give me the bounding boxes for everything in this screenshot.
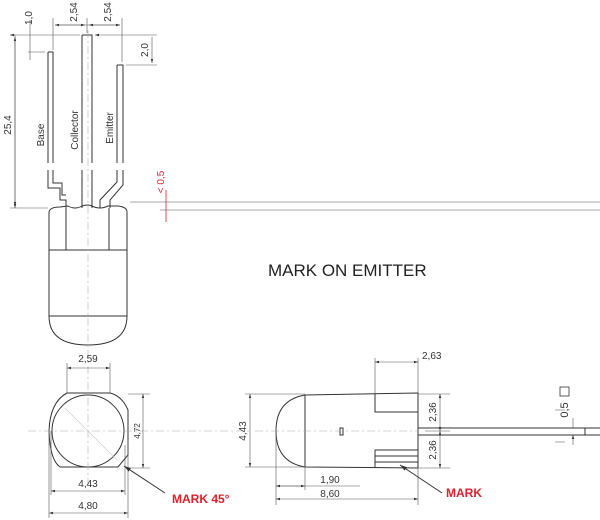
dim-side-height: 4,43 xyxy=(238,421,249,441)
dim-base-offset: 1,0 xyxy=(24,11,35,25)
dim-slot-length: 2,63 xyxy=(422,351,442,362)
dim-body-dia-outer: 4,80 xyxy=(78,501,98,512)
dimension-lines-end xyxy=(48,363,166,518)
dimension-lines-side xyxy=(245,358,573,505)
dim-lead-length: 25,4 xyxy=(3,115,14,135)
label-base: Base xyxy=(36,123,47,146)
label-emitter: Emitter xyxy=(105,111,116,143)
led-end-view xyxy=(28,350,250,490)
dim-pitch-1: 2,54 xyxy=(69,2,80,22)
title-mark-on-emitter: MARK ON EMITTER xyxy=(268,261,427,280)
dim-dome-length: 1,90 xyxy=(320,475,340,486)
mark-45-label: MARK 45° xyxy=(172,492,230,506)
dim-standoff: < 0,5 xyxy=(156,170,167,193)
dimension-lines-top xyxy=(10,18,600,222)
label-collector: Collector xyxy=(70,110,81,150)
mark-label: MARK xyxy=(446,486,482,500)
dim-flat-width: 2,59 xyxy=(78,354,98,365)
dim-emitter-offset: 2,0 xyxy=(140,43,151,57)
led-body-top-view xyxy=(48,30,128,350)
lead-collector xyxy=(81,34,93,208)
dim-half-height-lower: 2,36 xyxy=(428,440,439,460)
dim-lead-square: 0,5 xyxy=(559,402,571,417)
dim-body-dia-inner: 4,43 xyxy=(78,479,98,490)
lead-base xyxy=(47,51,67,208)
dim-flat-height: 4,72 xyxy=(133,423,142,439)
square-symbol-icon xyxy=(559,386,570,397)
dim-pitch-2: 2,54 xyxy=(103,2,114,22)
dim-body-length: 8,60 xyxy=(320,489,340,500)
dim-half-height-upper: 2,36 xyxy=(428,402,439,422)
